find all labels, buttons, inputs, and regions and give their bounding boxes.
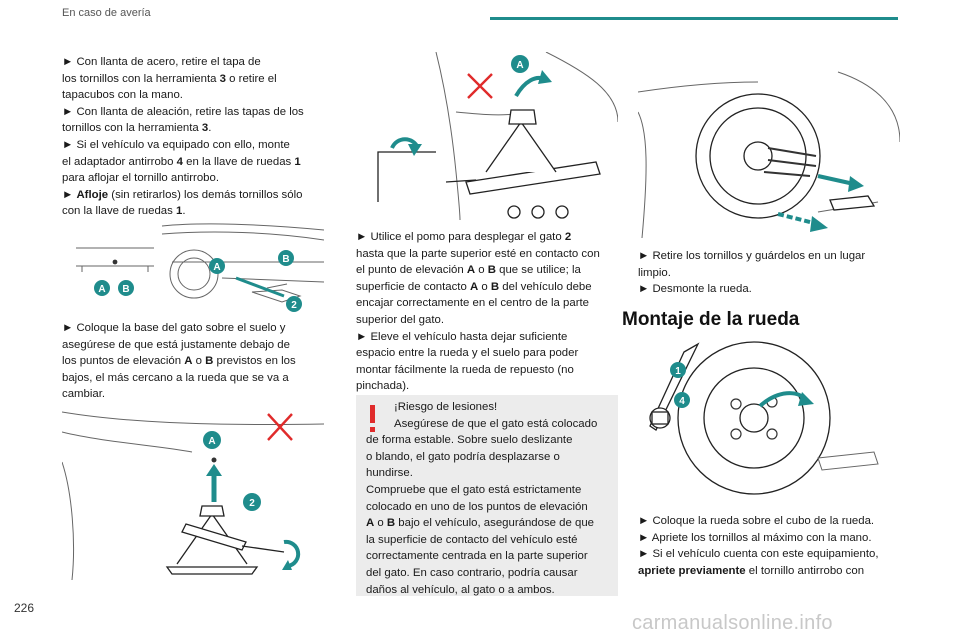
text-line: tornillos con la herramienta 3. [62, 122, 212, 135]
text-line: ► Desmonte la rueda. [638, 283, 752, 296]
header-rule [490, 17, 898, 20]
warning-text: ¡Riesgo de lesiones! Asegúrese de que el… [366, 399, 614, 598]
text-line: tapacubos con la mano. [62, 89, 183, 102]
warning-line: o blando, el gato podría desplazarse o [366, 450, 560, 463]
exclamation-icon [370, 405, 375, 432]
col1-text-block: ► Con llanta de acero, retire el tapa de… [62, 54, 332, 220]
text-line: ► Retire los tornillos y guárdelos en un… [638, 250, 866, 262]
label-1: 1 [675, 366, 681, 377]
text-line: ► Si el vehículo va equipado con ello, m… [62, 138, 290, 151]
text-line: encajar correctamente en el centro de la… [356, 297, 590, 310]
label-b-small: B [122, 284, 129, 295]
label-b-badge [278, 250, 294, 266]
label-2: 2 [291, 300, 297, 311]
label-a-badge [209, 258, 225, 274]
warning-line: colocado en uno de los puntos de elevaci… [366, 500, 588, 513]
warning-line: ¡Riesgo de lesiones! [394, 401, 498, 413]
text-line: ► Apriete los tornillos al máximo con la… [638, 531, 872, 544]
col1-text-block-2: ► Coloque la base del gato sobre el suel… [62, 320, 332, 403]
text-line: los puntos de elevación A o B previstos … [62, 355, 296, 368]
text-line: apriete previamente el tornillo antirrob… [638, 564, 865, 577]
text-line: el punto de elevación A o B que se utili… [356, 264, 581, 277]
text-line: ► Si el vehículo cuenta con este equipam… [638, 548, 879, 561]
label-a-badge-2 [94, 280, 110, 296]
label-a: A [516, 60, 523, 71]
text-line: bajos, el más cercano a la rueda que se … [62, 371, 289, 384]
warning-line: daños al vehículo, al gato o a ambos. [366, 583, 555, 596]
jack-points-illustration: A B A B 2 [76, 223, 324, 312]
label-b-badge-2 [118, 280, 134, 296]
warning-line: hundirse. [366, 467, 413, 480]
text-line: los tornillos con la herramienta 3 o ret… [62, 72, 277, 85]
section-title: Montaje de la rueda [622, 309, 800, 330]
running-header: En caso de avería [62, 7, 151, 19]
label-a: A [213, 262, 220, 273]
warning-box: ¡Riesgo de lesiones! Asegúrese de que el… [356, 395, 618, 596]
text-line: ► Coloque la rueda sobre el cubo de la r… [638, 515, 875, 527]
text-line: con la llave de ruedas 1. [62, 205, 186, 218]
page-number: 226 [14, 601, 35, 615]
text-line: espacio entre la rueda y el suelo para p… [356, 347, 579, 360]
watermark: carmanualsonline.info [632, 612, 833, 634]
text-line: superficie de contacto A o B del vehícul… [356, 280, 592, 293]
col2-text-block: ► Utilice el pomo para desplegar el gato… [356, 229, 620, 395]
text-line: ► Con llanta de aleación, retire las tap… [62, 105, 304, 118]
text-line: montar fácilmente la rueda de repuesto (… [356, 363, 574, 376]
text-line: ► Con llanta de acero, retire el tapa de [62, 56, 261, 68]
label-2: 2 [249, 498, 255, 509]
text-line: ► Afloje (sin retirarlos) los demás torn… [62, 188, 303, 201]
col3-text-block-2: ► Coloque la rueda sobre el cubo de la r… [638, 513, 906, 579]
label-4: 4 [679, 396, 685, 407]
text-line: para aflojar el tornillo antirrobo. [62, 172, 220, 185]
label-2-badge [286, 296, 302, 312]
warning-line: correctamente centrada en la parte super… [366, 550, 588, 563]
warning-line: la superficie de contacto del vehículo e… [366, 533, 578, 546]
wheel-removal-illustration [638, 71, 900, 238]
text-line: pinchada). [356, 380, 410, 393]
label-a: A [208, 436, 215, 447]
warning-line: Asegúrese de que el gato está colocado [394, 417, 598, 430]
text-line: cambiar. [62, 388, 106, 401]
text-line: superior del gato. [356, 313, 445, 326]
text-line: ► Coloque la base del gato sobre el suel… [62, 322, 286, 334]
text-line: limpio. [638, 266, 671, 279]
warning-line: Compruebe que el gato está estrictamente [366, 483, 582, 496]
jack-close-up-illustration: A [377, 52, 618, 220]
warning-line: del gato. En caso contrario, podría caus… [366, 566, 578, 579]
col3-text-block: ► Retire los tornillos y guárdelos en un… [638, 248, 900, 298]
jack-under-car-illustration: A 2 [62, 411, 324, 580]
label-b: B [282, 254, 289, 265]
label-a-small: A [98, 284, 105, 295]
warning-line: de forma estable. Sobre suelo deslizante [366, 434, 573, 447]
text-line: asegúrese de que está justamente debajo … [62, 338, 290, 351]
text-line: el adaptador antirrobo 4 en la llave de … [62, 155, 301, 168]
text-line: hasta que la parte superior esté en cont… [356, 247, 600, 260]
text-line: ► Utilice el pomo para desplegar el gato… [356, 231, 572, 243]
text-line: ► Eleve el vehículo hasta dejar suficien… [356, 330, 568, 343]
wheel-mounting-illustration: 1 4 [649, 341, 879, 495]
warning-line: A o B bajo el vehículo, asegurándose de … [366, 517, 594, 530]
